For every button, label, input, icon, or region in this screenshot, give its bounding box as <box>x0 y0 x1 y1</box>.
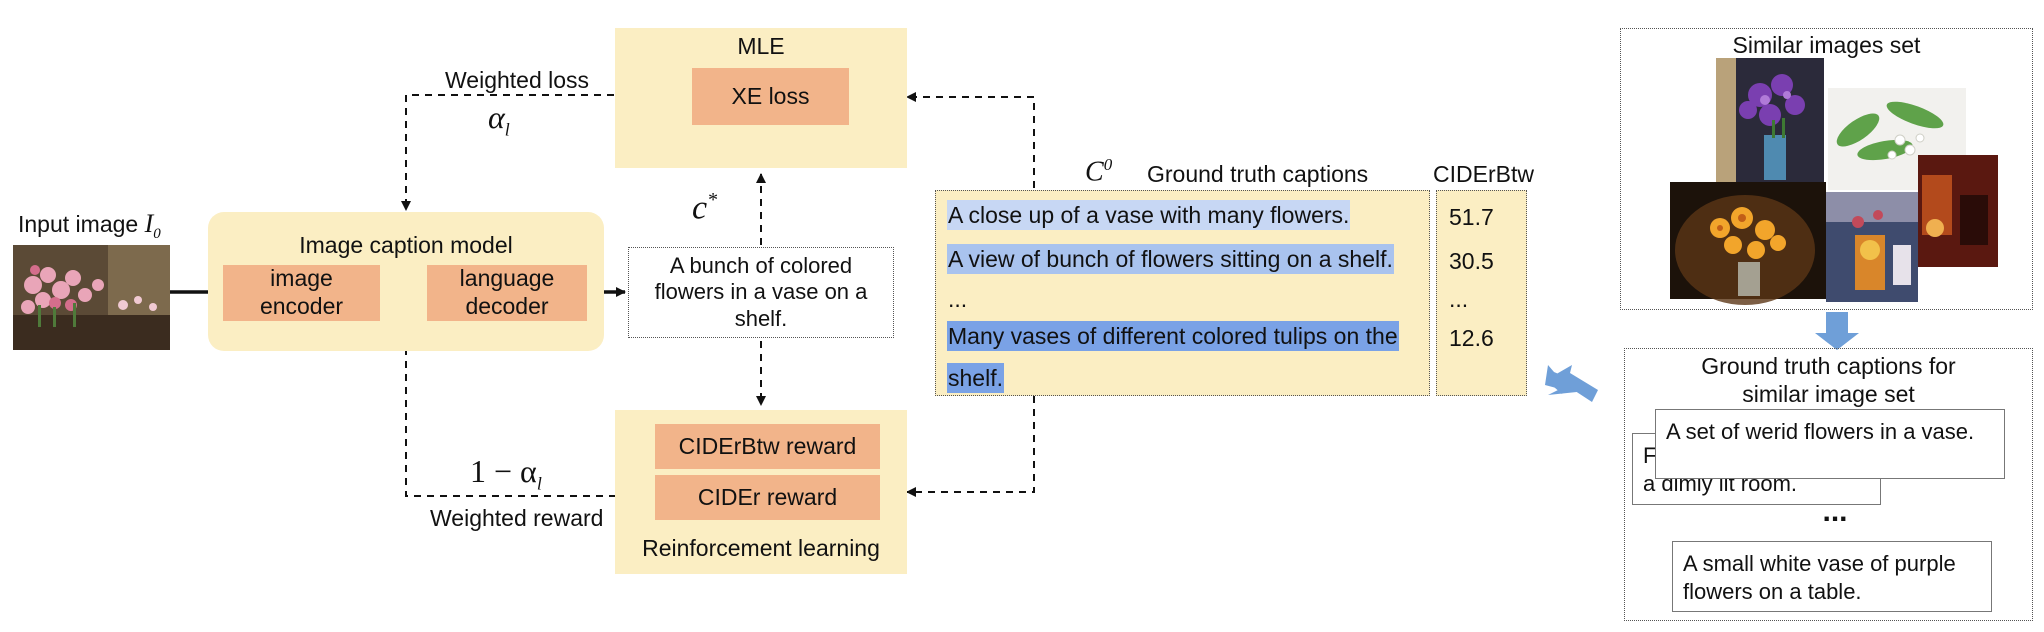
weighted-loss-label: Weighted loss <box>445 67 590 93</box>
similar-images-title: Similar images set <box>1732 32 1921 58</box>
input-image-label: Input image I0 <box>18 208 161 243</box>
score-ellipsis: ... <box>1449 286 1469 312</box>
gt-caption-row-2: A view of bunch of flowers sitting on a … <box>947 244 1394 274</box>
similar-gt-title-1: Ground truth captions for <box>1701 353 1956 379</box>
input-symbol-letter: I <box>144 209 154 238</box>
c0-letter: C <box>1085 156 1104 188</box>
arrow-weighted-loss <box>401 94 692 211</box>
score-4: 12.6 <box>1449 325 1494 351</box>
tulip-photo-graphic <box>13 245 170 350</box>
ciderbtw-scores-box: 51.7 30.5 ... 12.6 <box>1436 190 1527 396</box>
caption-cards-ellipsis: ... <box>1822 495 1848 528</box>
c-star-letter: c <box>692 189 708 227</box>
model-title: Image caption model <box>299 232 513 258</box>
caption-card-bottom: A small white vase of purple flowers on … <box>1672 541 1992 612</box>
one-minus-alpha-expr: 1 − α <box>470 453 537 489</box>
alpha-letter: α <box>488 99 505 135</box>
score-1: 51.7 <box>1449 204 1494 230</box>
input-symbol-subscript: 0 <box>153 226 161 243</box>
one-minus-alpha-subscript: l <box>536 473 542 494</box>
gt-captions-box: A close up of a vase with many flowers. … <box>935 190 1430 396</box>
language-decoder-block: language decoder <box>427 265 587 321</box>
gt-caption-row-1: A close up of a vase with many flowers. <box>947 200 1351 230</box>
gt-caption-1: A close up of a vase with many flowers. <box>947 200 1351 230</box>
input-symbol: I0 <box>144 209 161 242</box>
gt-caption-4b: shelf. <box>947 363 1004 393</box>
similar-images-panel <box>1620 28 2033 310</box>
arrow-weighted-reward <box>401 319 655 497</box>
arrow-gt-to-mle <box>906 92 1035 188</box>
weighted-reward-label: Weighted reward <box>430 505 604 531</box>
input-image <box>13 245 170 350</box>
c0-symbol: C0 <box>1085 155 1112 189</box>
alpha-symbol: αl <box>488 98 510 141</box>
similar-gt-title-2: similar image set <box>1742 381 1915 407</box>
blue-arrow-left-head <box>1546 365 1598 402</box>
gt-caption-4a: Many vases of different colored tulips o… <box>947 321 1399 351</box>
ciderbtw-title: CIDErBtw <box>1433 161 1534 187</box>
similar-gt-captions-panel <box>1624 348 2033 621</box>
c-star-superscript: * <box>707 189 718 211</box>
c-star-symbol: c* <box>692 188 717 229</box>
blue-arrow-down <box>1815 312 1859 350</box>
gt-captions-title: Ground truth captions <box>1147 161 1369 187</box>
gt-caption-row-4: Many vases of different colored tulips o… <box>947 321 1399 351</box>
caption-card-front: A set of werid flowers in a vase. <box>1655 409 2005 479</box>
generated-caption-box: A bunch of colored flowers in a vase on … <box>628 247 894 338</box>
caption-card-back-line1: F <box>1643 443 1657 468</box>
cider-reward-block: CIDEr reward <box>655 475 880 520</box>
xe-loss-block: XE loss <box>692 68 849 125</box>
ciderbtw-reward-block: CIDErBtw reward <box>655 424 880 469</box>
gt-caption-2: A view of bunch of flowers sitting on a … <box>947 244 1394 274</box>
gt-caption-row-3: ... <box>947 286 968 313</box>
input-image-text: Input image <box>18 211 139 237</box>
image-encoder-block: image encoder <box>223 265 380 321</box>
score-2: 30.5 <box>1449 248 1494 274</box>
gt-caption-row-5: shelf. <box>947 363 1004 393</box>
alpha-subscript: l <box>504 119 510 140</box>
c0-superscript: 0 <box>1103 155 1113 174</box>
rl-title: Reinforcement learning <box>642 535 880 561</box>
arrow-gt-to-rl <box>906 396 1035 497</box>
gt-caption-ellipsis: ... <box>948 286 968 312</box>
mle-title: MLE <box>737 33 785 59</box>
one-minus-alpha: 1 − αl <box>470 452 542 495</box>
